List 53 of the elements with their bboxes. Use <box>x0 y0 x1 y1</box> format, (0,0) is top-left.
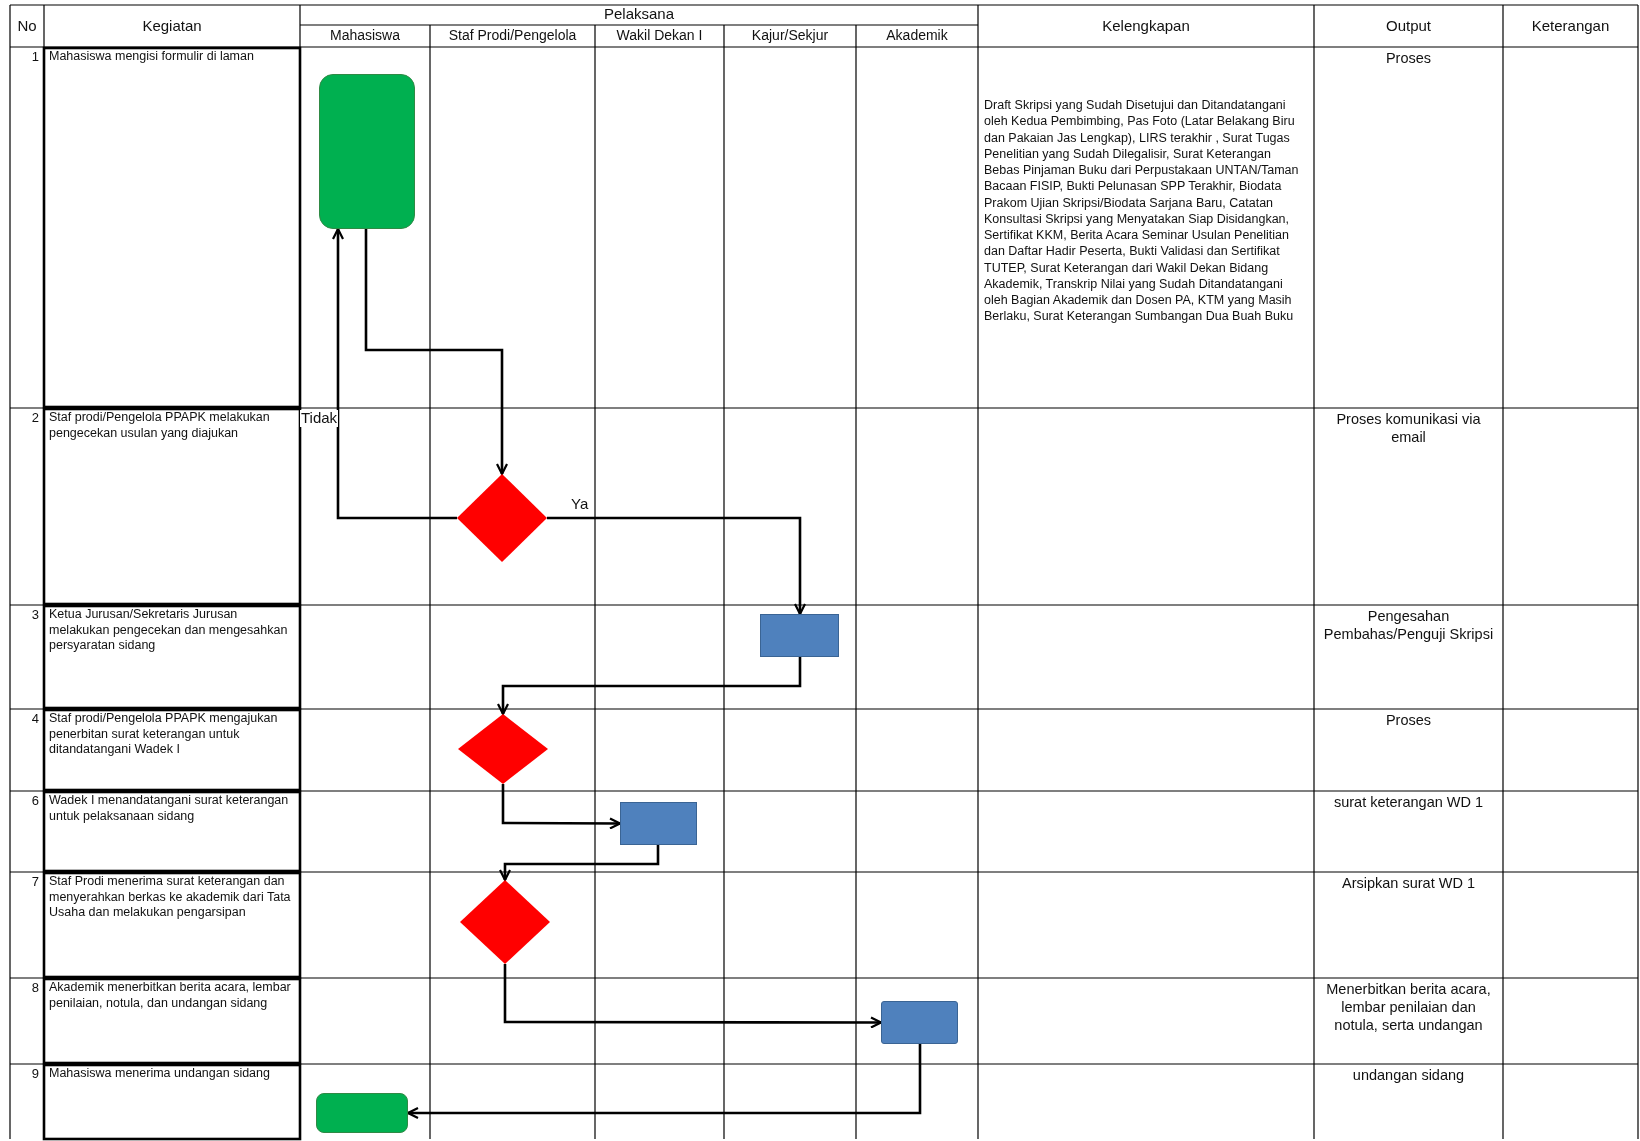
output-text: Proses <box>1384 711 1433 730</box>
arrow <box>406 1044 922 1120</box>
row-number: 8 <box>30 980 40 997</box>
activity-text: Staf Prodi menerima surat keterangan dan menyerahkan berkas ke akademik dari Tata Usaha dan melakukan pengarsipan <box>48 874 292 921</box>
arrow <box>498 845 660 882</box>
column-header: Kegiatan <box>141 15 203 36</box>
column-header: Pelaksana <box>602 5 676 24</box>
output-text: Arsipkan surat WD 1 <box>1341 874 1476 893</box>
edge-label: Tidak <box>300 410 339 427</box>
arrow <box>503 964 883 1029</box>
decision-diamond <box>457 474 547 562</box>
column-header: Output <box>1385 15 1432 36</box>
lane-header: Kajur/Sekjur <box>750 26 830 46</box>
output-text: Menerbitkan berita acara, lembar penilaian dan notula, serta undangan <box>1325 980 1492 1035</box>
activity-text: Staf prodi/Pengelola PPAPK mengajukan penerbitan surat keterangan untuk ditandatangani Wadek I <box>48 711 279 758</box>
column-header: No <box>16 15 38 36</box>
output-text: Pengesahan Pembahas/Penguji Skripsi <box>1322 607 1495 644</box>
decision-diamond <box>458 714 548 784</box>
activity-text: Akademik menerbitkan berita acara, lembar penilaian, notula, dan undangan sidang <box>48 980 292 1012</box>
process-box <box>620 802 697 845</box>
output-text: Proses komunikasi via email <box>1335 410 1482 447</box>
lane-header: Wakil Dekan I <box>615 26 704 46</box>
terminal-box <box>316 1093 408 1133</box>
requirements-text: Draft Skripsi yang Sudah Disetujui dan Ditandatangani oleh Kedua Pembimbing, Pas Foto (Latar Belakang Biru dan Pakaian Jas Lengkap), LIRS terakhir , Surat Tugas Penelitian yang Sudah Dilegalisir, Surat Keterangan Bebas Pinjaman Buku dari Perpustakaan UNTAN/Taman Bacaan FISIP, Bukti Pelunasan SPP Terakhir, Biodata Prakom Ujian Skripsi/Biodata Sarjana Baru, Catatan Konsultasi Skripsi yang Menyatakan Siap Disidangkan, Sertifikat KKM, Berita Acara Seminar Usulan Penelitian dan Daftar Hadir Peserta, Bukti Validasi dan Sertifikat TUTEP, Surat Keterangan dari Wakil Dekan Bidang Akademik, Transkrip Nilai yang Sudah Ditandatangani oleh Bagian Akademik dan Dosen PA, KTM yang Masih Berlaku, Surat Keterangan Sumbangan Dua Buah Buku <box>983 97 1300 325</box>
arrow <box>331 227 457 520</box>
output-text: surat keterangan WD 1 <box>1332 793 1485 812</box>
output-text: undangan sidang <box>1351 1066 1466 1085</box>
arrow <box>496 657 802 716</box>
lane-header: Akademik <box>885 26 949 46</box>
activity-text: Ketua Jurusan/Sekretaris Jurusan melakukan pengecekan dan mengesahkan persyaratan sidang <box>48 607 289 654</box>
activity-text: Mahasiswa menerima undangan sidang <box>48 1066 271 1082</box>
row-number: 3 <box>30 607 40 624</box>
output-text: Proses <box>1384 49 1433 68</box>
row-number: 7 <box>30 874 40 891</box>
arrow <box>547 516 807 616</box>
row-number: 6 <box>30 793 40 810</box>
arrow <box>501 784 622 830</box>
terminal-box <box>319 74 415 229</box>
process-box <box>760 614 839 657</box>
row-number: 2 <box>30 410 40 427</box>
process-box <box>881 1001 958 1044</box>
row-number: 4 <box>30 711 40 728</box>
decision-diamond <box>460 880 550 964</box>
row-number: 9 <box>30 1066 40 1083</box>
activity-text: Staf prodi/Pengelola PPAPK melakukan pengecekan usulan yang diajukan <box>48 410 271 442</box>
activity-text: Mahasiswa mengisi formulir di laman <box>48 49 255 65</box>
activity-text: Wadek I menandatangani surat keterangan untuk pelaksanaan sidang <box>48 793 290 825</box>
column-header: Kelengkapan <box>1101 15 1191 36</box>
arrow <box>364 229 509 476</box>
row-number: 1 <box>30 49 40 66</box>
lane-header: Staf Prodi/Pengelola <box>447 26 578 46</box>
column-header: Keterangan <box>1530 15 1611 36</box>
lane-header: Mahasiswa <box>329 26 401 46</box>
